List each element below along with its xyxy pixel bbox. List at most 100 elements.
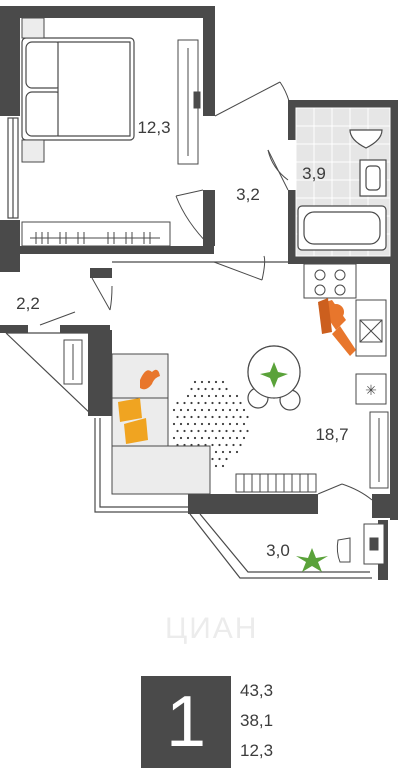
balcony-outline-inner bbox=[199, 513, 370, 573]
rug-dot bbox=[186, 394, 190, 398]
svg-text:✳: ✳ bbox=[365, 383, 377, 399]
rug-dot bbox=[221, 450, 225, 454]
bedroom-cabinet bbox=[21, 221, 171, 247]
kitchen-counter: ✳ bbox=[303, 263, 389, 489]
rug-dot bbox=[235, 436, 239, 440]
rug-dot bbox=[218, 387, 221, 391]
rug-dot bbox=[228, 450, 232, 454]
rug-dot bbox=[197, 387, 200, 391]
rug-dot bbox=[221, 422, 225, 426]
rug-dot bbox=[214, 380, 218, 384]
rug-dot bbox=[225, 387, 228, 391]
rug-dot bbox=[193, 408, 197, 412]
room-label-corridor: 3,2 bbox=[236, 185, 260, 204]
rug-dot bbox=[214, 450, 218, 454]
rug-dot bbox=[193, 422, 197, 426]
rug-dot bbox=[239, 443, 242, 447]
sofa-seat bbox=[111, 445, 211, 495]
toilet bbox=[349, 129, 383, 149]
rug-dot bbox=[221, 408, 225, 412]
wall-bath-bottom bbox=[288, 256, 398, 264]
rug-dot bbox=[179, 422, 183, 426]
rug-dot bbox=[228, 394, 232, 398]
rug-dot bbox=[214, 436, 218, 440]
rug-dot bbox=[200, 408, 204, 412]
wall-bedroom-right bbox=[203, 6, 215, 116]
rug-dot bbox=[221, 380, 225, 384]
rug-dot bbox=[228, 436, 232, 440]
bedside-table-top bbox=[21, 17, 45, 39]
rug-dot bbox=[232, 443, 235, 447]
rooms-count: 1 bbox=[165, 682, 207, 762]
rug-dot bbox=[204, 401, 207, 405]
rug-dot bbox=[207, 422, 211, 426]
rug-dot bbox=[218, 401, 221, 405]
bedside-table-bottom bbox=[21, 139, 45, 163]
fridge bbox=[355, 373, 387, 405]
rug-dot bbox=[218, 415, 221, 419]
rug-dot bbox=[197, 401, 200, 405]
total-area: 43,3 bbox=[240, 681, 274, 700]
rug-dot bbox=[207, 436, 211, 440]
rug-dot bbox=[211, 387, 214, 391]
wall-hall-pillar bbox=[90, 268, 112, 278]
watermark: ЦИАН bbox=[165, 612, 259, 645]
rug-dot bbox=[204, 387, 207, 391]
rug-dot bbox=[214, 464, 218, 468]
rug-dot bbox=[218, 443, 221, 447]
rug-dot bbox=[232, 429, 235, 433]
rug-dot bbox=[179, 436, 183, 440]
closet-door bbox=[39, 311, 76, 326]
wall-hall-bottom-right bbox=[60, 325, 110, 333]
rug-dot bbox=[207, 380, 211, 384]
floor-plan: ✳ bbox=[0, 6, 398, 580]
rug-dot bbox=[207, 394, 211, 398]
balcony-outline bbox=[189, 513, 372, 579]
wall-living-bottom bbox=[188, 494, 318, 514]
rug-dot bbox=[211, 415, 214, 419]
rug-dot bbox=[193, 380, 197, 384]
cushion-icon bbox=[118, 398, 148, 444]
rug-dot bbox=[186, 436, 190, 440]
rug-dot bbox=[218, 457, 221, 461]
balcony-chair bbox=[336, 537, 351, 563]
rug-dot bbox=[235, 394, 239, 398]
rug-dot bbox=[200, 436, 204, 440]
wall-right bbox=[390, 100, 398, 520]
rug-dot bbox=[214, 394, 218, 398]
rug-dot bbox=[172, 408, 176, 412]
rug-dot bbox=[221, 394, 225, 398]
rug-dot bbox=[235, 450, 239, 454]
entry-door-leaf bbox=[214, 81, 281, 117]
rug-dot bbox=[225, 401, 228, 405]
doors bbox=[39, 81, 373, 501]
bed bbox=[21, 37, 135, 141]
walls bbox=[0, 6, 398, 580]
hall-door-leaf bbox=[91, 277, 111, 311]
rug-dot bbox=[242, 422, 246, 426]
room-label-kitchen-living: 18,7 bbox=[315, 425, 348, 444]
room-label-balcony: 3,0 bbox=[266, 541, 290, 560]
rug-dot bbox=[176, 415, 179, 419]
rug-dot bbox=[218, 429, 221, 433]
room-labels: 12,3 3,2 3,9 2,2 18,7 3,0 bbox=[16, 118, 348, 560]
hall-wardrobe bbox=[63, 339, 83, 385]
wall-bath-top bbox=[288, 100, 398, 108]
bedside-tables bbox=[21, 17, 45, 163]
sofa bbox=[111, 353, 211, 495]
person-figure bbox=[318, 298, 356, 356]
wall-living-bottom-right bbox=[372, 494, 398, 518]
rug-dot bbox=[200, 422, 204, 426]
bed-pillow-2 bbox=[25, 91, 63, 137]
bedroom-door-arc bbox=[175, 195, 211, 247]
rug-dot bbox=[211, 401, 214, 405]
rug-dot bbox=[204, 415, 207, 419]
living-window-inner bbox=[99, 418, 188, 508]
rug-dot bbox=[211, 443, 214, 447]
rug-dot bbox=[232, 401, 235, 405]
rug-dot bbox=[239, 415, 242, 419]
wardrobe-bedroom bbox=[177, 39, 201, 165]
rug-dot bbox=[183, 401, 186, 405]
wall-bedroom-right-lower bbox=[203, 190, 215, 246]
thin-walls bbox=[5, 117, 372, 579]
